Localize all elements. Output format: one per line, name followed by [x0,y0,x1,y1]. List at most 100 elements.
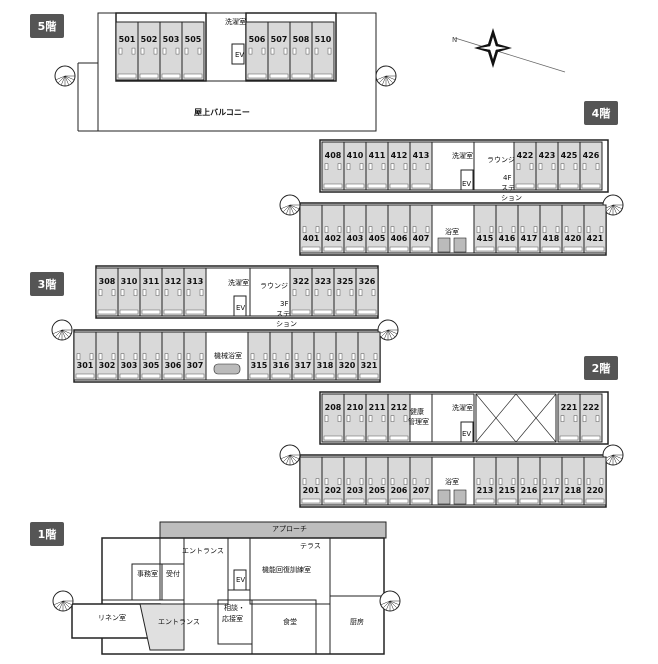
window-mark [301,498,321,504]
bed-mark [595,415,600,422]
window-mark [301,246,321,252]
room-505 [181,21,205,81]
room-222 [579,393,603,443]
room-number: 321 [361,361,378,370]
room-number: 406 [391,234,408,243]
f4-laundry: 洗濯室 [452,151,473,160]
bed-mark [403,163,408,170]
f5-terrace: 屋上バルコニー [194,107,250,117]
room-number: 422 [517,151,534,160]
room-number: 507 [271,35,288,44]
bed-mark [305,289,310,296]
svg-text:5階: 5階 [38,19,57,33]
bed-mark [270,47,275,55]
f1-dining: 食堂 [283,617,297,626]
bed-mark [111,289,116,296]
f5-stair-left-step [64,75,75,81]
bed-mark [131,47,136,55]
room-number: 416 [499,234,516,243]
bed-mark [197,47,202,55]
window-mark [581,183,601,189]
bed-mark [186,353,191,360]
room-407 [409,204,433,254]
room-number: 317 [295,361,312,370]
bed-mark [489,478,494,485]
window-mark [563,498,583,504]
bed-mark [371,289,376,296]
f1-right-block [329,537,385,597]
bed-mark [324,226,329,233]
f2-health-2: 管理室 [408,417,429,426]
room-307 [183,331,207,381]
bed-mark [337,226,342,233]
bed-mark [302,478,307,485]
bed-mark [175,47,180,55]
f1-reception: 受付 [166,569,180,578]
bed-mark [120,289,125,296]
bed-mark [120,353,125,360]
bed-mark [412,478,417,485]
room-number: 302 [99,361,116,370]
window-mark [323,498,343,504]
bed-mark [542,226,547,233]
room-number: 413 [413,151,430,160]
window-mark [581,435,601,441]
room-number: 211 [369,403,386,412]
f1-kitchen: 厨房 [350,617,364,626]
room-number: 301 [77,361,94,370]
svg-text:3階: 3階 [38,277,57,291]
svg-text:N: N [452,36,457,44]
window-mark [475,498,495,504]
bed-mark [368,163,373,170]
room-number: 508 [293,35,310,44]
bed-mark [177,289,182,296]
bathtub-icon [437,489,451,505]
bed-mark [564,478,569,485]
room-number: 307 [187,361,204,370]
f4-station-3: ション [501,194,522,202]
bed-mark [425,226,430,233]
f4-stair-right-step [608,204,614,215]
bed-mark [381,163,386,170]
room-number: 221 [561,403,578,412]
bed-mark [315,478,320,485]
f5-stair-left-step [64,75,73,84]
room-number: 206 [391,486,408,495]
f2-health-1: 健康 [410,407,424,416]
window-mark [537,183,557,189]
bed-mark [118,47,123,55]
f5-stair-right-step [378,75,387,84]
bed-mark [142,289,147,296]
f2-stair-right-step [612,454,621,463]
f4-stair-right-step [612,204,621,213]
room-number: 503 [163,35,180,44]
bed-mark [560,163,565,170]
f5-stair-right-step [385,75,394,84]
bed-mark [314,47,319,55]
f4-stair-left-step [285,204,291,215]
svg-text:2階: 2階 [592,361,611,375]
room-number: 205 [369,486,386,495]
bed-mark [250,353,255,360]
bed-mark [305,47,310,55]
window-mark [585,498,605,504]
room-number: 311 [143,277,160,286]
window-mark [497,246,517,252]
f5-ev: EV [235,51,244,59]
window-mark [291,73,311,79]
bed-mark [403,478,408,485]
window-mark [313,309,333,315]
f3-stair-right-step [387,329,398,335]
f4-ev-box [460,169,474,191]
f1-terrace: テラス [300,542,321,550]
window-mark [269,73,289,79]
window-mark [345,183,365,189]
window-mark [313,73,333,79]
window-mark [271,373,291,379]
f1-rehab: 機能回復訓練室 [262,565,311,574]
bed-mark [498,478,503,485]
bed-mark [390,226,395,233]
f1-approach: アプローチ [272,525,307,533]
f3-laundry: 洗濯室 [228,278,249,287]
